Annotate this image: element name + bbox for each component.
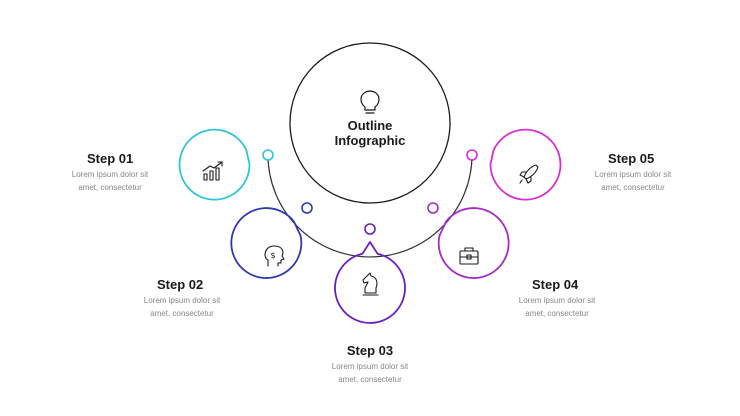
step-03-desc-line1: Lorem ipsum dolor sit — [331, 362, 409, 371]
step-03-bubble — [334, 223, 406, 324]
chess-knight-icon — [362, 272, 379, 296]
step-01-desc-line1: Lorem ipsum dolor sit — [71, 170, 149, 179]
rocket-icon — [519, 164, 539, 184]
step-01-node — [262, 149, 274, 161]
svg-text:$: $ — [270, 251, 275, 260]
step-02-bubble: $ — [230, 202, 313, 279]
step-04-desc-line2: amet, consectetur — [525, 309, 589, 318]
step-02-desc-line1: Lorem ipsum dolor sit — [143, 296, 221, 305]
step-05-bubble — [466, 128, 562, 201]
step-03-desc-line2: amet, consectetur — [338, 375, 402, 384]
head-dollar-icon: $ — [264, 245, 285, 267]
step-01-bubble — [178, 128, 274, 201]
center-title-line2: Infographic — [335, 133, 406, 148]
step-02-title: Step 02 — [157, 277, 204, 292]
step-04-title: Step 04 — [532, 277, 579, 292]
step-01-title: Step 01 — [87, 151, 134, 166]
connector-arc — [267, 154, 473, 258]
step-05-desc-line2: amet, consectetur — [601, 183, 665, 192]
lightbulb-icon — [360, 90, 380, 114]
center-title-line1: Outline — [348, 118, 393, 133]
step-05-desc-line1: Lorem ipsum dolor sit — [594, 170, 672, 179]
growth-chart-icon — [202, 161, 223, 181]
step-05-title: Step 05 — [608, 151, 655, 166]
step-02-node — [301, 202, 313, 214]
step-04-node — [427, 202, 439, 214]
step-03-title: Step 03 — [346, 343, 394, 358]
step-05-node — [466, 149, 478, 161]
step-04-bubble — [427, 202, 510, 279]
step-03-node — [364, 223, 376, 235]
step-04-desc-line1: Lorem ipsum dolor sit — [518, 296, 596, 305]
step-02-desc-line2: amet, consectetur — [150, 309, 214, 318]
briefcase-icon — [459, 247, 479, 265]
step-01-desc-line2: amet, consectetur — [78, 183, 142, 192]
center-circle — [289, 42, 451, 204]
